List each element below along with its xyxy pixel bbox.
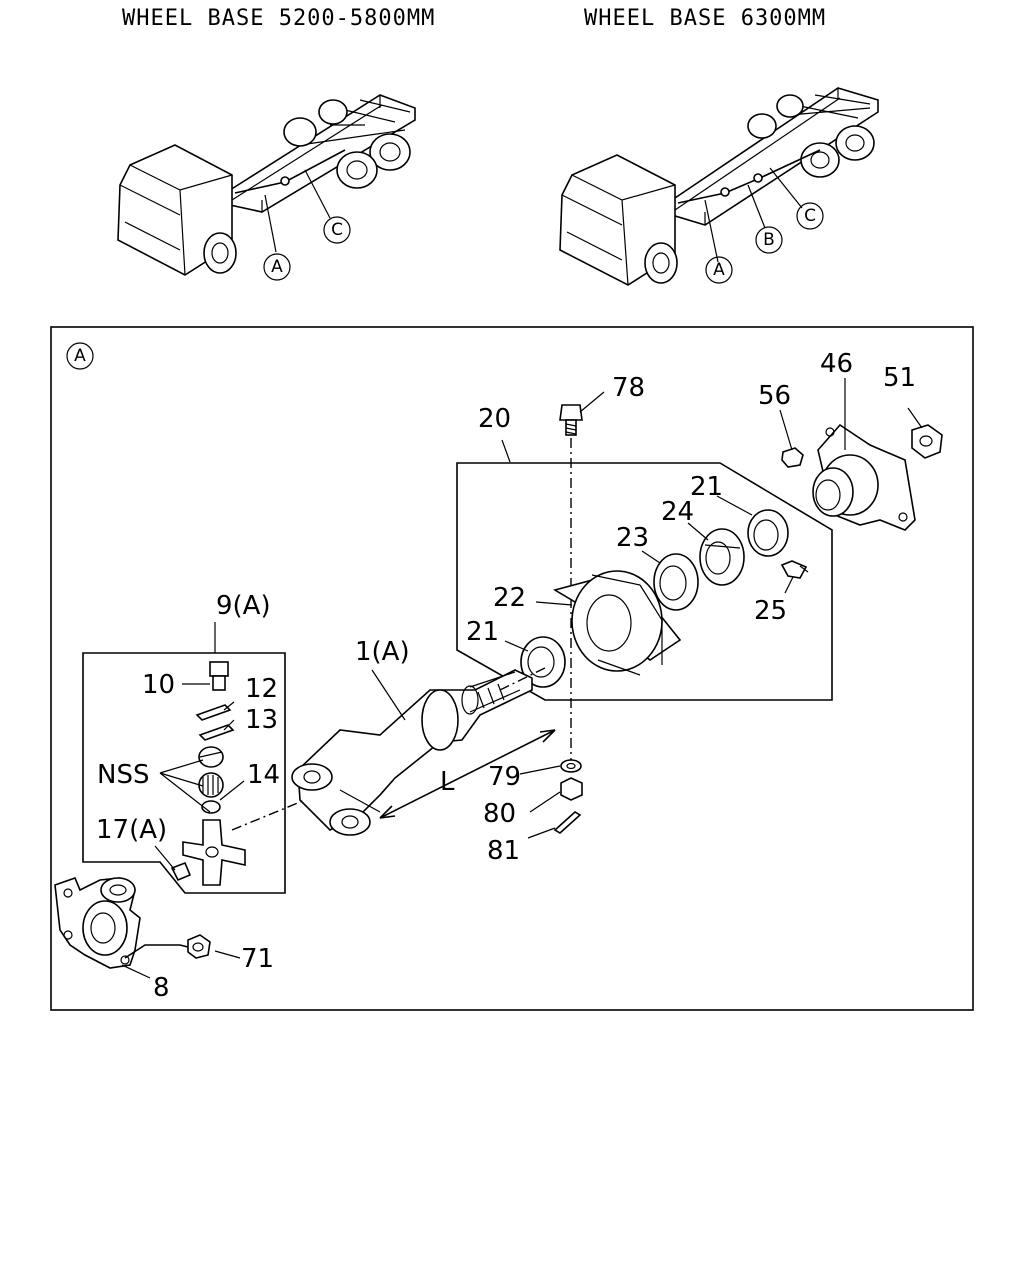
detail-frame	[50, 326, 974, 1011]
label-1: 1(A)	[355, 637, 410, 667]
label-21-left: 21	[466, 617, 499, 647]
label-12: 12	[245, 674, 278, 704]
label-8: 8	[153, 973, 170, 1003]
shaft-1	[291, 669, 533, 836]
nut-71	[187, 934, 211, 959]
truck-right-callout-a: A	[705, 256, 733, 284]
label-79: 79	[488, 762, 521, 792]
assembly-9-frame	[82, 652, 286, 894]
header-right: WHEEL BASE 6300MM	[584, 6, 826, 31]
nut-80	[560, 777, 583, 801]
label-22: 22	[493, 583, 526, 613]
part-12	[195, 704, 232, 721]
label-14: 14	[247, 760, 280, 790]
svg-text:A: A	[74, 346, 86, 366]
svg-text:A: A	[271, 257, 283, 277]
label-9: 9(A)	[216, 591, 271, 621]
label-21-right: 21	[690, 472, 723, 502]
label-56: 56	[758, 381, 791, 411]
label-46: 46	[820, 349, 853, 379]
washer-56	[781, 447, 804, 468]
svg-text:A: A	[713, 260, 725, 280]
fitting-17	[170, 861, 192, 882]
fitting-25	[780, 560, 809, 579]
svg-text:C: C	[804, 206, 816, 226]
truck-left-callout-a: A	[263, 253, 291, 281]
label-17: 17(A)	[96, 815, 167, 845]
bearing-23	[653, 553, 699, 611]
truck-right-callout-c: C	[796, 202, 824, 230]
label-13: 13	[245, 705, 278, 735]
label-78: 78	[612, 373, 645, 403]
pin-81	[553, 811, 582, 834]
ring-24	[699, 528, 745, 586]
bolt-10	[209, 661, 229, 691]
spider-cross	[182, 819, 246, 886]
label-80: 80	[483, 799, 516, 829]
label-20: 20	[478, 404, 511, 434]
yoke-8	[54, 876, 141, 969]
ring-14	[201, 800, 221, 814]
housing-22	[552, 570, 682, 676]
seal-21-right	[747, 509, 789, 557]
bearing-nss-2	[198, 772, 224, 798]
label-51: 51	[883, 363, 916, 393]
label-10: 10	[142, 670, 175, 700]
assembly-20-frame	[456, 462, 833, 701]
label-81: 81	[487, 836, 520, 866]
leader-lines	[121, 378, 923, 979]
truck-right-callout-b: B	[755, 226, 783, 254]
flange-46	[812, 423, 916, 531]
label-L: L	[440, 767, 455, 797]
truck-left-callout-c: C	[323, 216, 351, 244]
truck-left-illustration	[117, 94, 416, 276]
length-dimension	[339, 729, 556, 819]
svg-text:B: B	[763, 230, 775, 250]
label-24: 24	[661, 497, 694, 527]
label-23: 23	[616, 523, 649, 553]
nut-51	[911, 424, 943, 459]
cap-nss-1	[198, 746, 224, 768]
part-13	[198, 724, 235, 741]
washer-79	[560, 759, 582, 773]
bolt-78	[559, 404, 583, 436]
detail-view-callout: A	[66, 342, 94, 370]
label-71: 71	[241, 944, 274, 974]
label-25: 25	[754, 596, 787, 626]
svg-text:C: C	[331, 220, 343, 240]
header-left: WHEEL BASE 5200-5800MM	[122, 6, 435, 31]
truck-right-illustration	[559, 87, 879, 286]
label-nss: NSS	[97, 760, 149, 790]
